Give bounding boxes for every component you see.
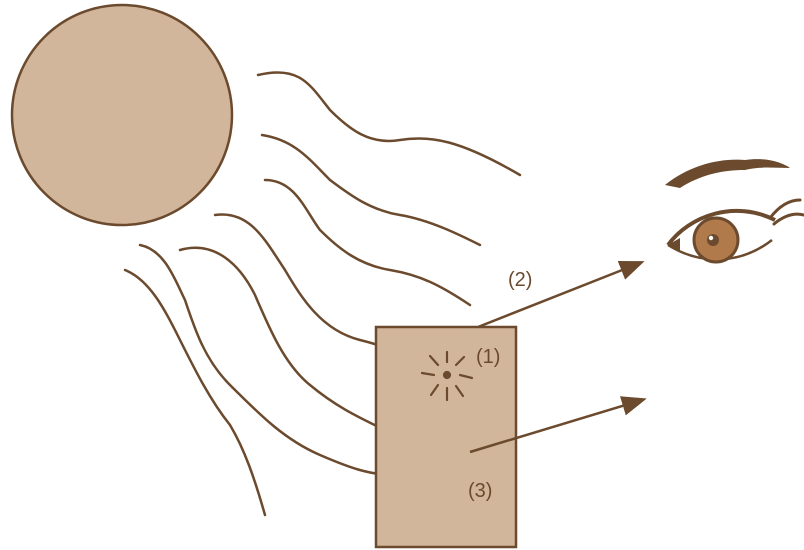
label-one: (1) (476, 346, 500, 368)
arrow-two (478, 263, 640, 327)
eyebrow (665, 159, 790, 188)
light-ray (125, 270, 265, 515)
pupil (707, 234, 719, 246)
sun-icon (12, 5, 232, 225)
light-ray (258, 72, 520, 175)
label-three: (3) (468, 480, 492, 502)
eye-icon (665, 159, 804, 262)
eyelashes (770, 200, 804, 224)
pupil-highlight (709, 236, 713, 240)
light-ray (262, 135, 480, 245)
label-two: (2) (508, 269, 532, 291)
